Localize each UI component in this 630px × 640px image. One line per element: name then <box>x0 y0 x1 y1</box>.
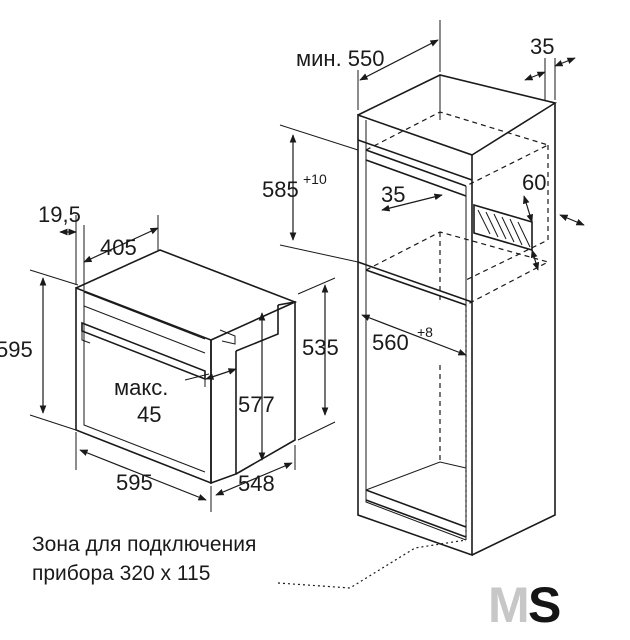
brand-logo-right: S <box>528 577 561 633</box>
dim-oven-inner-height: 577 <box>238 392 275 417</box>
dim-niche-min-depth: мин. 550 <box>296 46 385 71</box>
dim-vent-opening: 60 <box>522 170 546 195</box>
connection-zone-caption-line2: прибора 320 x 115 <box>32 562 210 585</box>
oven-dimension-lines <box>29 215 336 512</box>
dim-oven-top-depth: 405 <box>100 235 137 260</box>
connection-zone-leader <box>277 305 467 589</box>
dim-oven-height: 595 <box>0 337 33 362</box>
dim-oven-body-depth: 548 <box>238 471 275 496</box>
connection-zone-caption-line1: Зона для подключения <box>32 533 256 556</box>
dim-niche-width-tol: +8 <box>417 324 433 340</box>
dim-handle-gap-label: макс. <box>114 375 168 400</box>
dim-niche-height-tol: +10 <box>303 171 327 187</box>
dim-oven-depth-offset: 19,5 <box>38 202 81 227</box>
dim-shelf-gap: 35 <box>381 182 405 207</box>
vent-hatching <box>477 209 531 248</box>
dim-niche-width: 560 <box>372 330 409 355</box>
dim-niche-rear-gap: 35 <box>530 34 554 59</box>
brand-logo: M S <box>488 577 561 633</box>
dim-oven-body-height: 535 <box>302 335 339 360</box>
niche-drawing <box>357 74 558 557</box>
dim-niche-height: 585 <box>262 177 299 202</box>
dim-oven-width: 595 <box>116 470 153 495</box>
niche-dimension-lines <box>279 20 585 356</box>
dim-handle-gap-value: 45 <box>137 402 161 427</box>
brand-logo-left: M <box>488 577 530 633</box>
